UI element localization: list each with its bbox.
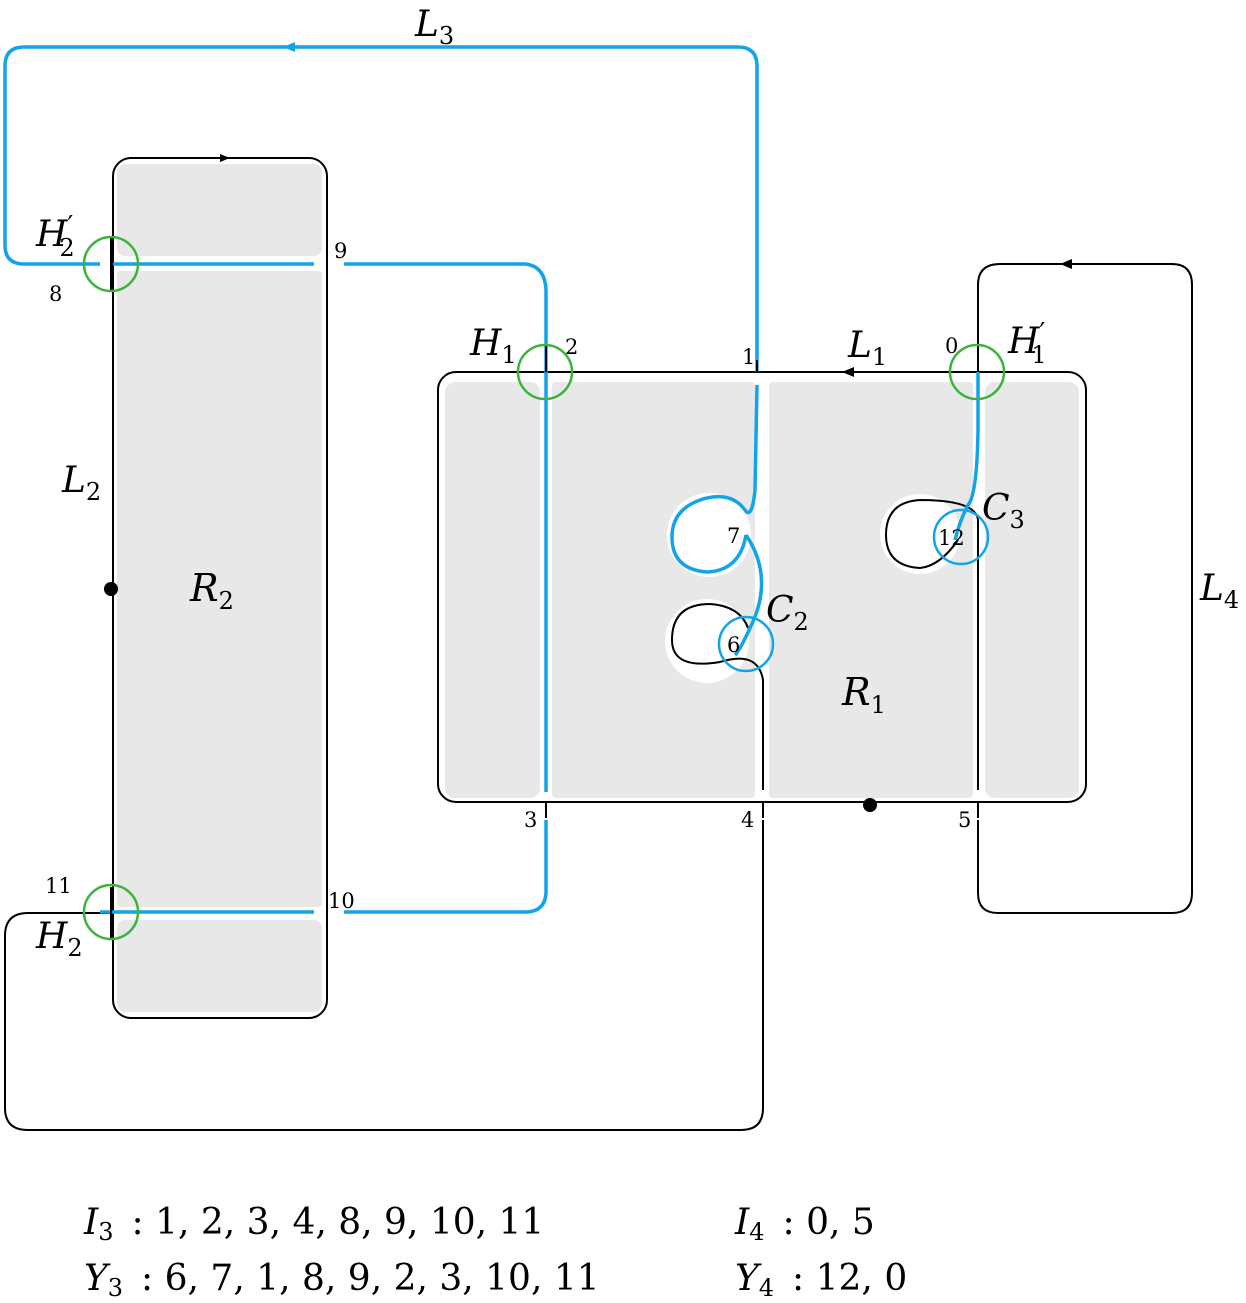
crossing-10: 10 xyxy=(328,889,355,913)
curve-l3 xyxy=(3,42,980,914)
crossing-5: 5 xyxy=(958,808,971,832)
curve-l4 xyxy=(884,259,1193,914)
label-r2: R2 xyxy=(189,566,234,615)
handle-h1-prime-circle xyxy=(948,343,1006,401)
crossing-11: 11 xyxy=(45,874,72,898)
l1-direction-arrow xyxy=(842,367,854,377)
handle-h2-prime-circle xyxy=(82,235,140,293)
legend-y4: Y4: 12, 0 xyxy=(735,1258,908,1302)
handle-h1-circle xyxy=(516,343,574,401)
crossing-6: 6 xyxy=(727,633,740,657)
handle-h2-circle xyxy=(82,883,140,941)
label-h1-prime: H′1 xyxy=(1007,318,1047,369)
l4-direction-arrow xyxy=(1060,259,1072,269)
label-l4: L4 xyxy=(1199,568,1239,614)
label-l3: L3 xyxy=(414,4,454,50)
crossing-7: 7 xyxy=(727,524,740,548)
label-l1: L1 xyxy=(847,325,887,371)
legend-i3: I3: 1, 2, 3, 4, 8, 9, 10, 11 xyxy=(84,1202,545,1246)
legend-y3: Y3: 6, 7, 1, 8, 9, 2, 3, 10, 11 xyxy=(84,1258,600,1302)
crossing-4: 4 xyxy=(741,808,754,832)
crossing-numbers: 0 1 2 3 4 5 6 7 8 9 10 11 12 xyxy=(45,239,971,913)
region-r2 xyxy=(104,154,328,1019)
crossing-2: 2 xyxy=(565,335,578,359)
l1-basepoint xyxy=(863,798,877,812)
legend-i4: I4: 0, 5 xyxy=(735,1202,875,1246)
l2-basepoint xyxy=(104,582,118,596)
curve-l2-outer xyxy=(4,602,764,1131)
label-r1: R1 xyxy=(841,670,886,719)
label-h2: H2 xyxy=(35,916,83,962)
label-c2: C2 xyxy=(766,590,809,636)
label-h1: H1 xyxy=(469,323,517,369)
loops xyxy=(717,508,990,673)
crossing-1: 1 xyxy=(742,345,755,369)
diagram-canvas: L3 L1 L2 L4 R2 R1 H′2 H2 H1 H′1 C2 C3 0 … xyxy=(3,4,1239,1131)
crossing-8: 8 xyxy=(49,282,62,306)
label-l2: L2 xyxy=(61,460,101,506)
loop-c2-circle xyxy=(717,615,775,673)
crossing-3: 3 xyxy=(524,808,537,832)
label-c3: C3 xyxy=(982,488,1025,534)
handles xyxy=(82,235,1006,941)
loop-c3-circle xyxy=(932,508,990,566)
crossing-9: 9 xyxy=(334,239,347,263)
label-h2-prime: H′2 xyxy=(35,211,75,262)
crossing-ticks xyxy=(110,236,979,940)
crossing-0: 0 xyxy=(945,334,958,358)
l2-direction-arrow xyxy=(220,154,230,162)
region-r1 xyxy=(437,367,1087,812)
crossing-12: 12 xyxy=(938,526,965,550)
l3-direction-arrow xyxy=(283,42,295,52)
